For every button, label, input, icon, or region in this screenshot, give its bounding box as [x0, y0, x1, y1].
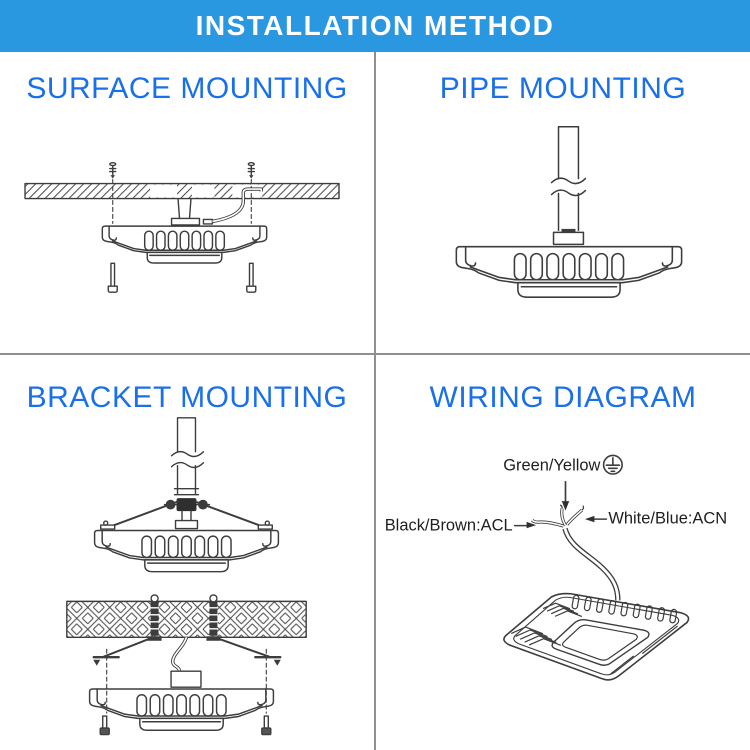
lamp-fixture: [455, 245, 683, 298]
pipe-mounting-section: PIPE MOUNTING: [376, 52, 750, 353]
mounting-pipe: [550, 126, 587, 232]
alignment-dashed-line: [106, 648, 267, 714]
live-wire-label: Black/Brown:ACL: [385, 517, 513, 535]
pipe-mounting-title: PIPE MOUNTING: [439, 72, 687, 105]
mounting-screw-icon: [247, 162, 255, 180]
lamp-fixture: [101, 225, 268, 264]
earth-ground-icon: [602, 454, 623, 475]
ground-wire-label: Green/Yellow: [503, 457, 600, 475]
lamp-fixture-3d: [503, 592, 690, 681]
pipe-break-line: [550, 189, 587, 197]
wiring-diagram-title: WIRING DIAGRAM: [429, 381, 697, 414]
mounting-stem: [174, 510, 199, 530]
neutral-wire-label: White/Blue:ACN: [608, 510, 727, 528]
mounting-pipe: [170, 417, 205, 496]
fixing-bolt-icon: [99, 715, 110, 736]
alignment-dashed-line: [112, 179, 252, 224]
power-cable: [562, 527, 621, 601]
power-cable: [202, 187, 263, 225]
mounting-stem: [170, 197, 201, 226]
pipe-collar: [552, 228, 585, 246]
lamp-fixture: [93, 529, 280, 573]
fixing-bolt-icon: [261, 715, 272, 736]
live-arrow: [513, 521, 537, 529]
wiring-diagram-section: WIRING DIAGRAM Green/Yellow Black/Brow: [376, 355, 750, 750]
pipe-break-line: [170, 461, 205, 469]
surface-mounting-title: SURFACE MOUNTING: [26, 72, 348, 105]
bracket-arms: [106, 500, 267, 529]
pipe-break-line: [550, 177, 587, 185]
surface-mounting-section: SURFACE MOUNTING: [0, 52, 374, 353]
ceiling-masonry: [66, 600, 307, 638]
surface-mounting-diagram: [24, 162, 340, 293]
heatsink-fins: [511, 602, 678, 675]
ground-arrow: [561, 480, 570, 511]
neutral-arrow: [584, 515, 608, 523]
junction-box: [170, 670, 202, 688]
ceiling-panel: [24, 182, 340, 200]
fixing-screw-icon: [246, 262, 257, 293]
pipe-mounting-diagram: [455, 126, 683, 298]
fixing-screw-icon: [107, 262, 118, 293]
mounting-screw-icon: [109, 162, 117, 180]
bracket-mounting-title: BRACKET MOUNTING: [26, 381, 348, 414]
pipe-break-line: [170, 450, 205, 458]
lamp-fixture: [88, 688, 275, 731]
wire-strands: [530, 504, 585, 528]
horizontal-divider: [0, 353, 750, 355]
bracket-mounting-diagram: [66, 417, 307, 736]
installation-method-header: INSTALLATION METHOD: [0, 0, 750, 52]
page-title: INSTALLATION METHOD: [195, 10, 555, 41]
bracket-mounting-section: BRACKET MOUNTING: [0, 355, 374, 750]
bracket-arm-tabs: [100, 520, 273, 530]
lens-recess: [551, 618, 650, 666]
lens: [561, 624, 638, 661]
power-cable: [171, 636, 189, 672]
wiring-diagram: Green/Yellow Black/Brown:ACL: [385, 454, 727, 681]
mounting-bracket: [92, 637, 282, 666]
edge-vent-slots: [571, 594, 678, 624]
vertical-divider: [374, 52, 376, 750]
